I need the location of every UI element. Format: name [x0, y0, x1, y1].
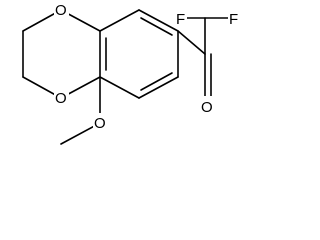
chemical-structure-canvas: O O O O F F [22, 0, 240, 145]
atom-f-left-label: F [176, 11, 185, 28]
molecule-drawing: O O O O F F [22, 0, 240, 145]
bond-aryl-top [99, 9, 140, 32]
atom-o-carbonyl-background [200, 96, 215, 114]
aromatic-inner-bond-top [140, 17, 173, 36]
aromatic-inner-bond-bottom [140, 72, 173, 91]
atom-f-right-label: F [229, 11, 238, 28]
atom-o-carbonyl: O [200, 96, 215, 116]
bond-aryl-bottom-left [99, 76, 140, 99]
atom-o-bottom: O [54, 88, 69, 107]
atom-f-right-background [228, 9, 240, 27]
atom-o-methoxy-label: O [94, 115, 106, 132]
atom-o-bottom-label: O [55, 90, 67, 107]
bond-aryl-carbonyl-c [177, 30, 206, 55]
atom-o-carbonyl-label: O [201, 99, 213, 116]
atom-o-methoxy-background [93, 113, 108, 131]
atom-o-top: O [54, 0, 69, 19]
atom-o-methoxy: O [93, 113, 108, 132]
atom-o-top-background [54, 0, 69, 18]
atom-o-top-label: O [55, 2, 67, 19]
atom-f-left-background [175, 9, 187, 27]
bond-aryl-bottom-right [138, 76, 179, 99]
bond-aryl-top-right [138, 9, 179, 32]
atom-f-right: F [228, 9, 240, 28]
atom-f-left: F [175, 9, 187, 28]
atom-o-bottom-background [54, 88, 69, 106]
